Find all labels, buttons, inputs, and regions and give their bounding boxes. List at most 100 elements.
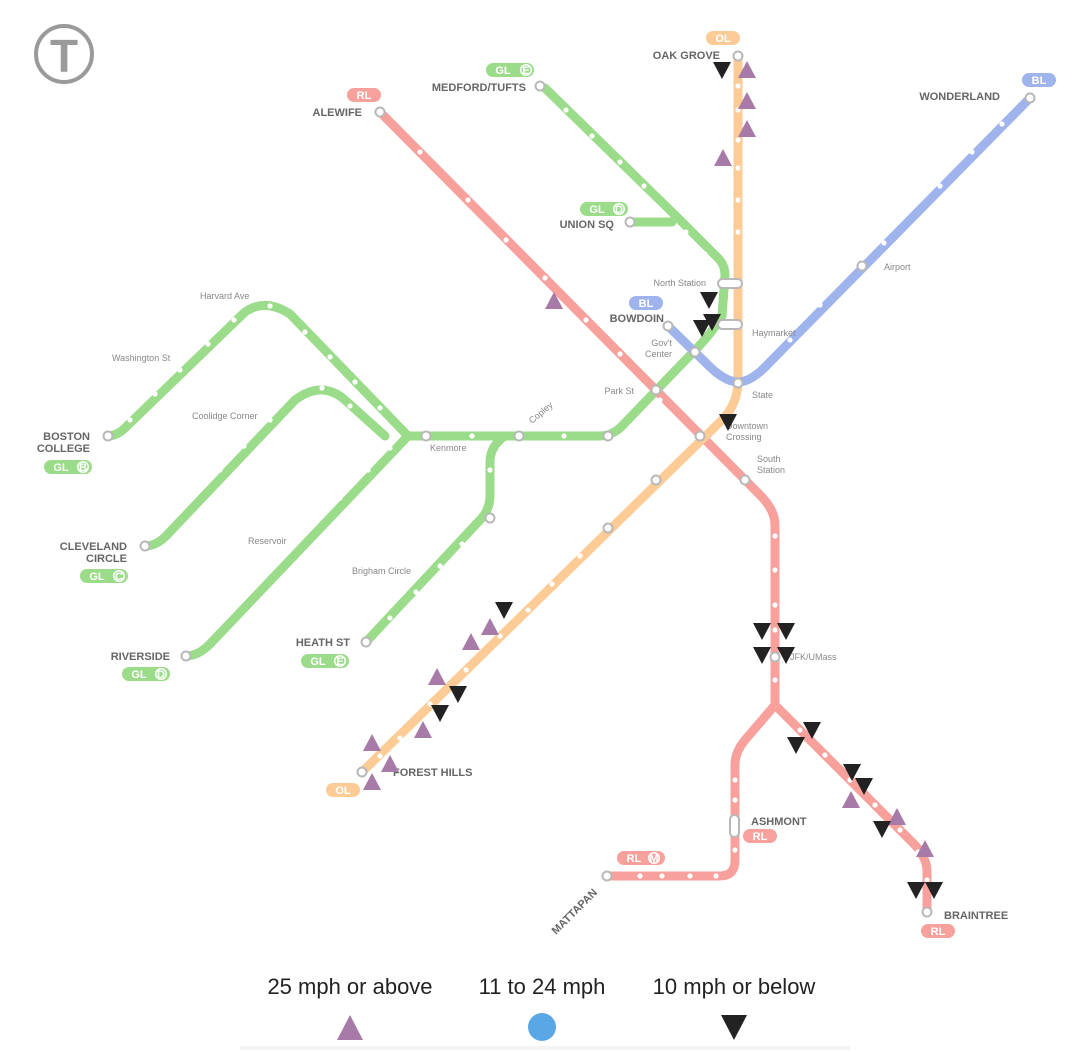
badge-gl-b: GL B: [44, 460, 92, 474]
label-riverside: RIVERSIDE: [111, 651, 170, 663]
station-dot: [465, 197, 471, 203]
station-dot: [463, 667, 469, 673]
slow-speed-marker: [803, 722, 821, 739]
station-dot: [365, 467, 371, 473]
label-alewife: ALEWIFE: [313, 107, 363, 119]
down-triangle-icon: [721, 1015, 747, 1040]
svg-text:E: E: [336, 656, 343, 668]
station-dot: [577, 553, 583, 559]
label-govt-center-2: Center: [645, 349, 672, 359]
station-dot: [561, 433, 567, 439]
svg-text:OL: OL: [715, 33, 731, 45]
fast-speed-marker: [381, 755, 399, 772]
slow-speed-marker: [855, 778, 873, 795]
station-dot: [459, 541, 465, 547]
station-dot: [387, 615, 393, 621]
kenmore-station-dot: [420, 430, 432, 442]
slow-speed-marker: [777, 623, 795, 640]
circle-icon: [528, 1013, 556, 1041]
alewife-station-dot: [374, 106, 386, 118]
station-dot: [713, 873, 719, 879]
label-boston-college-1: BOSTON: [43, 431, 90, 443]
label-washington-st: Washington St: [112, 353, 171, 363]
badge-gl-c: GL C: [80, 569, 128, 583]
svg-text:RL: RL: [357, 90, 372, 102]
legend-slow: 10 mph or below: [634, 974, 834, 1042]
legend-fast-label: 25 mph or above: [267, 974, 433, 999]
intermediate-stations: [127, 83, 1005, 883]
slow-speed-marker: [703, 314, 721, 331]
station-dot: [352, 379, 358, 385]
fast-speed-marker: [414, 721, 432, 738]
station-dot: [797, 727, 803, 733]
fast-speed-marker: [428, 668, 446, 685]
arlington-station-dot: [602, 430, 614, 442]
station-dot: [897, 217, 903, 223]
station-dot: [267, 303, 273, 309]
svg-text:C: C: [115, 571, 123, 583]
label-kenmore: Kenmore: [430, 443, 467, 453]
fast-speed-marker: [738, 92, 756, 109]
svg-text:GL: GL: [495, 65, 511, 77]
label-oak-grove: OAK GROVE: [653, 50, 720, 62]
slow-speed-marker: [873, 821, 891, 838]
svg-text:BL: BL: [1032, 75, 1047, 87]
station-dot: [772, 567, 778, 573]
green-line-b-branch: [103, 301, 413, 441]
svg-text:OL: OL: [335, 785, 351, 797]
legend-slow-label: 10 mph or below: [652, 974, 816, 999]
badge-gl-e-heath: GL E: [301, 654, 349, 668]
label-state: State: [752, 390, 773, 400]
forest-hills-station-dot: [356, 766, 368, 778]
station-dot: [387, 445, 393, 451]
station-dot: [641, 183, 647, 189]
station-dot: [337, 495, 343, 501]
slow-speed-marker: [431, 705, 449, 722]
legend-medium-label: 11 to 24 mph: [478, 974, 606, 999]
station-dot: [549, 581, 555, 587]
label-wonderland: WONDERLAND: [919, 91, 1000, 103]
label-coolidge-corner: Coolidge Corner: [192, 411, 258, 421]
slow-speed-marker: [693, 320, 711, 337]
station-dot: [589, 133, 595, 139]
station-dot: [787, 337, 793, 343]
badge-gl-e-medford: GL E: [486, 63, 534, 77]
slow-speed-marker: [719, 414, 737, 431]
orange-mid-station-dot: [650, 474, 662, 486]
station-dot: [397, 735, 403, 741]
speed-legend: 25 mph or above 11 to 24 mph 10 mph or b…: [230, 968, 850, 1052]
station-dot: [683, 229, 689, 235]
svg-text:B: B: [79, 462, 87, 474]
riverside-station-dot: [180, 650, 192, 662]
station-dot: [241, 443, 247, 449]
legend-divider: [240, 1046, 850, 1050]
label-harvard-ave: Harvard Ave: [200, 291, 249, 301]
fast-speed-marker: [888, 808, 906, 825]
fast-speed-marker: [462, 633, 480, 650]
slow-speed-marker: [777, 647, 795, 664]
bowdoin-station-dot: [662, 320, 674, 332]
badge-rl-alewife: RL: [347, 88, 381, 102]
station-dot: [924, 877, 930, 883]
badge-bl-bowdoin: BL: [629, 296, 663, 310]
station-dot: [377, 405, 383, 411]
station-dot: [189, 495, 195, 501]
svg-text:RL: RL: [931, 926, 946, 938]
cleveland-circle-station-dot: [139, 540, 151, 552]
station-dot: [772, 533, 778, 539]
station-dot: [542, 275, 548, 281]
station-dot: [659, 873, 665, 879]
label-haymarket: Haymarket: [752, 328, 796, 338]
station-dot: [732, 847, 738, 853]
fast-speed-marker: [738, 61, 756, 78]
up-triangle-icon: [337, 1015, 363, 1040]
svg-text:GL: GL: [53, 462, 69, 474]
label-south-station-2: Station: [757, 465, 785, 475]
slow-speed-marker: [787, 737, 805, 754]
legend-fast: 25 mph or above: [250, 974, 450, 1042]
wonderland-station-dot: [1024, 92, 1036, 104]
braintree-station-dot: [921, 906, 933, 918]
station-dot: [563, 107, 569, 113]
red-line-trunk: [375, 107, 780, 710]
